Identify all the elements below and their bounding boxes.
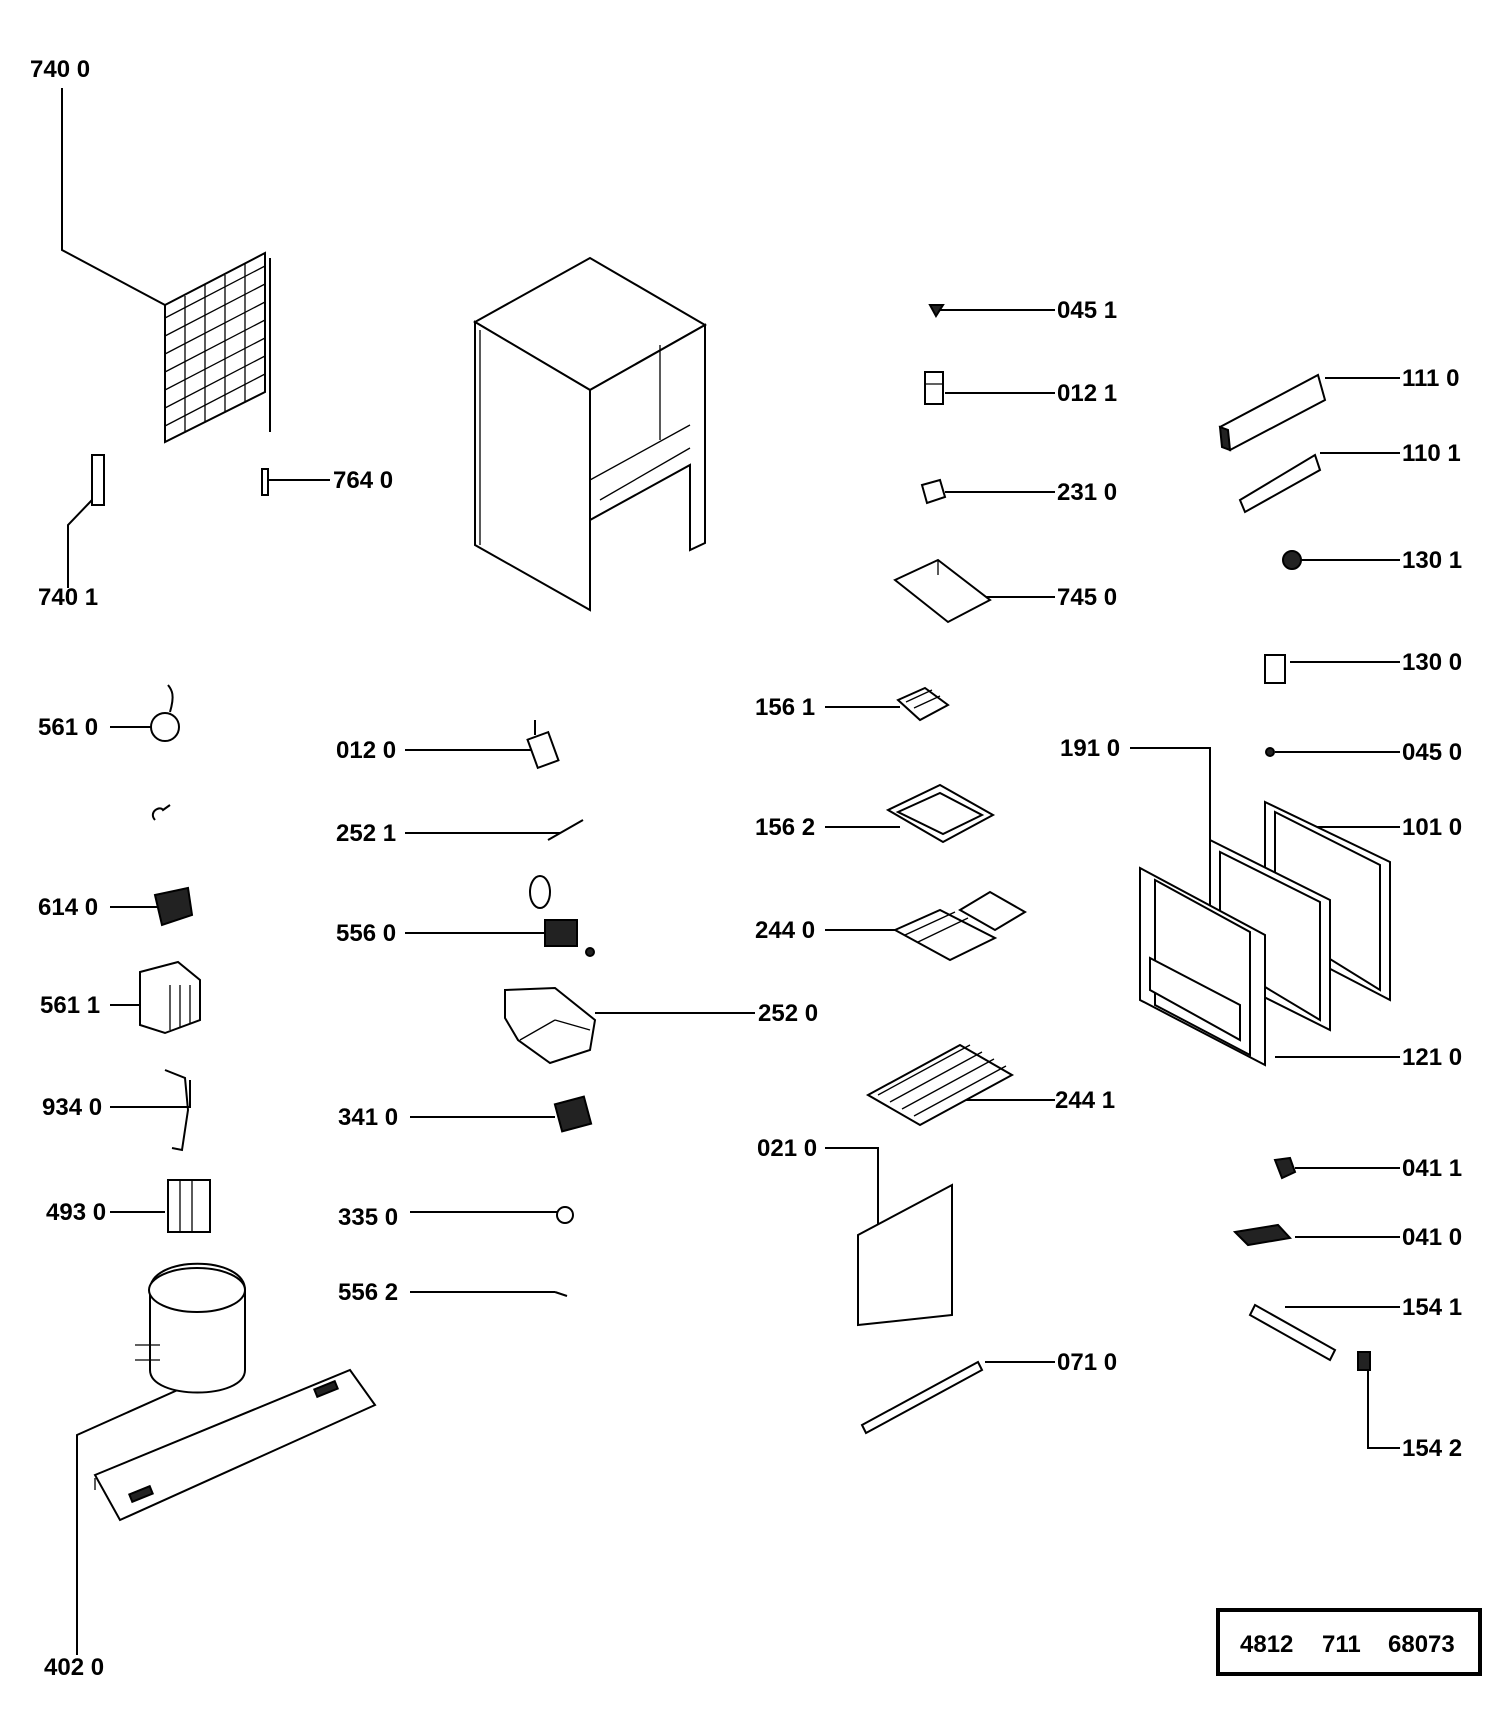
label-252-0: 252 0 xyxy=(758,1000,818,1027)
label-740-1: 740 1 xyxy=(38,584,98,611)
wire-shelf xyxy=(865,1043,1015,1127)
label-764-0: 764 0 xyxy=(333,467,393,494)
label-110-1: 110 1 xyxy=(1402,440,1461,467)
label-402-0: 402 0 xyxy=(44,1654,104,1681)
freezer-tray xyxy=(885,783,996,844)
label-740-0: 740 0 xyxy=(30,56,90,83)
label-614-0: 614 0 xyxy=(38,894,98,921)
label-045-0: 045 0 xyxy=(1402,739,1462,766)
label-231-0: 231 0 xyxy=(1057,479,1117,506)
wire-harness xyxy=(164,1069,190,1152)
lamp xyxy=(556,1206,574,1224)
label-130-1: 130 1 xyxy=(1402,547,1462,574)
small-clip xyxy=(554,1291,568,1297)
label-041-1: 041 1 xyxy=(1402,1155,1462,1182)
capacitor xyxy=(167,1179,211,1233)
small-wire-part xyxy=(151,804,171,821)
condenser-bracket xyxy=(91,454,105,506)
label-130-0: 130 0 xyxy=(1402,649,1462,676)
document-number-box: 4812 711 68073 xyxy=(1216,1608,1482,1676)
label-021-0: 021 0 xyxy=(757,1135,817,1162)
label-493-0: 493 0 xyxy=(46,1199,106,1226)
label-156-2: 156 2 xyxy=(755,814,815,841)
label-101-0: 101 0 xyxy=(1402,814,1462,841)
label-071-0: 071 0 xyxy=(1057,1349,1117,1376)
condenser xyxy=(164,251,271,444)
label-561-1: 561 1 xyxy=(40,992,100,1019)
label-244-0: 244 0 xyxy=(755,917,815,944)
glass-shelf xyxy=(857,1183,953,1327)
label-041-0: 041 0 xyxy=(1402,1224,1462,1251)
label-191-0: 191 0 xyxy=(1060,735,1120,762)
hinge-pin xyxy=(1282,550,1302,570)
part-labels: 740 0 740 1 764 0 561 0 614 0 561 1 934 … xyxy=(30,56,1462,1681)
door-gasket-clip xyxy=(1273,1156,1297,1180)
label-154-1: 154 1 xyxy=(1402,1294,1462,1321)
leader-lines xyxy=(61,88,1400,1655)
label-111-0: 111 0 xyxy=(1402,365,1459,392)
washer xyxy=(1265,747,1275,757)
door-stop xyxy=(1264,654,1286,684)
label-745-0: 745 0 xyxy=(1057,584,1117,611)
screw-part xyxy=(928,304,945,318)
door-handle xyxy=(1218,373,1327,452)
label-012-0: 012 0 xyxy=(336,737,396,764)
hinge-lower xyxy=(1232,1223,1292,1247)
cabinet xyxy=(472,256,708,612)
label-156-1: 156 1 xyxy=(755,694,815,721)
terminal-box xyxy=(139,960,201,1035)
doc-number-part-a: 4812 xyxy=(1240,1631,1293,1658)
label-556-2: 556 2 xyxy=(338,1279,398,1306)
fan-motor xyxy=(150,684,180,742)
doc-number-part-b: 711 xyxy=(1322,1631,1361,1658)
drier-part xyxy=(261,468,269,496)
label-045-1: 045 1 xyxy=(1057,297,1117,324)
doc-number-part-c: 68073 xyxy=(1388,1631,1455,1658)
lamp-holder xyxy=(924,371,944,405)
label-012-1: 012 1 xyxy=(1057,380,1117,407)
compressor-assembly xyxy=(93,1262,377,1522)
freezer-compartment xyxy=(892,890,1027,962)
crisper-rail xyxy=(860,1360,984,1435)
thermostat-cover xyxy=(920,478,947,505)
label-244-1: 244 1 xyxy=(1055,1087,1115,1114)
label-556-0: 556 0 xyxy=(336,920,396,947)
thermostat-rod xyxy=(547,819,584,841)
handle-trim xyxy=(1238,453,1322,514)
thermostat-housing xyxy=(504,986,597,1065)
thermostat xyxy=(529,875,595,957)
label-154-2: 154 2 xyxy=(1402,1435,1462,1462)
label-934-0: 934 0 xyxy=(42,1094,102,1121)
door-assembly xyxy=(1139,800,1391,1067)
relay xyxy=(153,886,194,927)
label-561-0: 561 0 xyxy=(38,714,98,741)
end-cap xyxy=(1357,1351,1371,1371)
kickplate-strip xyxy=(1248,1303,1337,1362)
label-252-1: 252 1 xyxy=(336,820,396,847)
lamp-socket xyxy=(553,1095,593,1133)
label-341-0: 341 0 xyxy=(338,1104,398,1131)
ice-cube-tray xyxy=(896,686,950,722)
drip-tray xyxy=(893,558,992,624)
thermostat-knob xyxy=(526,720,560,770)
label-335-0: 335 0 xyxy=(338,1204,398,1231)
label-121-0: 121 0 xyxy=(1402,1044,1462,1071)
